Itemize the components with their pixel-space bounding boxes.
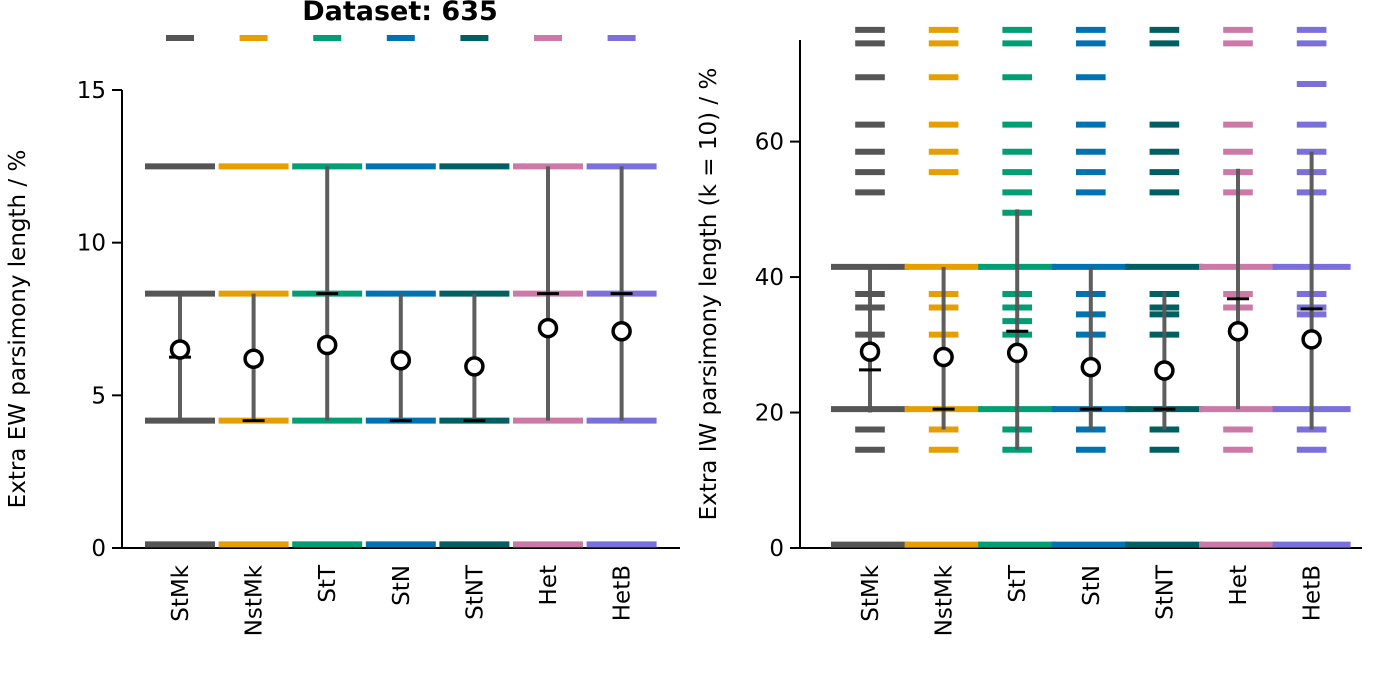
- x-tick-label-het: Het: [536, 565, 562, 605]
- x-tick-label-stnt: StNT: [1152, 564, 1178, 620]
- x-tick-label-nstmk: NstMk: [242, 564, 268, 636]
- panel-iw: 0 20 40 60 Extra IW parsimony length (k = 10…: [696, 26, 1362, 636]
- y-tick-label: 0: [769, 536, 784, 562]
- y-tick-label: 20: [755, 401, 784, 427]
- mean-marker-stn: [1080, 356, 1102, 378]
- y-tick-label: 5: [91, 383, 106, 409]
- mean-marker-hetb: [1301, 329, 1322, 350]
- y-tick-label: 40: [755, 265, 784, 291]
- y-axis-label: Extra IW parsimony length (k = 10) / %: [696, 68, 722, 521]
- mean-marker-nstmk: [243, 348, 264, 369]
- y-tick-label: 60: [755, 130, 784, 156]
- x-tick-label-hetb: HetB: [1300, 565, 1326, 621]
- x-tick-label-stmk: StMk: [858, 564, 884, 621]
- x-tick-label-stnt: StNT: [462, 564, 488, 620]
- mean-marker-stnt: [1154, 360, 1175, 381]
- figure-title: Dataset: 635: [302, 0, 498, 27]
- mean-marker-stnt: [464, 356, 485, 377]
- x-tick-label-stn: StN: [389, 565, 415, 606]
- x-tick-label-stn: StN: [1079, 565, 1105, 606]
- y-axis-label: Extra EW parsimony length / %: [5, 150, 31, 509]
- x-tick-label-hetb: HetB: [610, 565, 636, 621]
- y-tick-label: 15: [77, 78, 106, 104]
- x-tick-label-stt: StT: [315, 564, 341, 603]
- mean-marker-het: [537, 317, 559, 339]
- y-tick-label: 0: [91, 536, 106, 562]
- mean-marker-stn: [390, 349, 412, 371]
- mean-marker-stt: [316, 334, 338, 356]
- mean-marker-het: [1227, 321, 1249, 342]
- mean-marker-stmk: [859, 341, 881, 362]
- mean-marker-nstmk: [933, 346, 954, 368]
- mean-marker-hetb: [611, 320, 632, 342]
- x-tick-label-stt: StT: [1005, 564, 1031, 603]
- y-tick-label: 10: [77, 231, 106, 257]
- x-tick-label-stmk: StMk: [168, 564, 194, 621]
- x-tick-label-het: Het: [1226, 565, 1252, 605]
- mean-marker-stmk: [169, 339, 191, 360]
- mean-marker-stt: [1006, 342, 1028, 364]
- x-tick-label-nstmk: NstMk: [932, 564, 958, 636]
